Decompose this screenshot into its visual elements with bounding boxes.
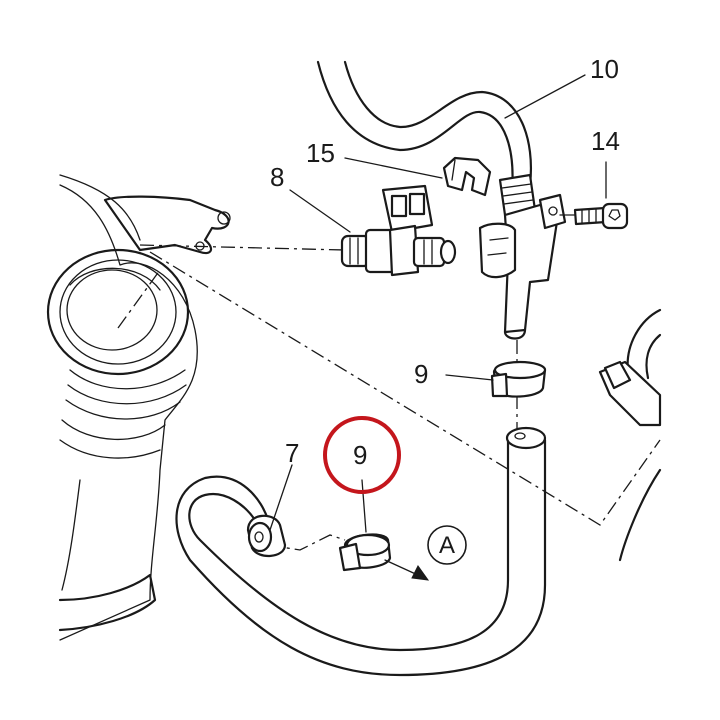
throttle-body: [46, 174, 231, 641]
callout-10: 10: [590, 54, 619, 84]
fuel-rail-fitting: [478, 193, 567, 340]
callout-15: 15: [306, 138, 335, 168]
highlighted-callout-9: 9: [323, 416, 401, 494]
bolt-14: [559, 202, 629, 230]
fuel-injector-8: [340, 184, 457, 277]
retaining-clip-15: [442, 156, 492, 197]
alignment-lines: [117, 189, 661, 551]
leader-lines: [269, 74, 607, 533]
highlight-circle: [323, 416, 401, 494]
hose-clamp-9-lower: [338, 533, 430, 581]
hose-clamp-9-upper: [490, 360, 547, 398]
callout-7: 7: [285, 438, 299, 468]
callout-8: 8: [270, 162, 284, 192]
view-marker-a: A: [427, 525, 467, 565]
callout-9-upper: 9: [414, 359, 428, 389]
hose-7: [175, 426, 547, 677]
callout-14: 14: [591, 126, 620, 156]
callout-9-lower: 9: [353, 440, 367, 470]
view-marker-label: A: [439, 532, 455, 559]
right-hose-connector: [598, 308, 662, 562]
